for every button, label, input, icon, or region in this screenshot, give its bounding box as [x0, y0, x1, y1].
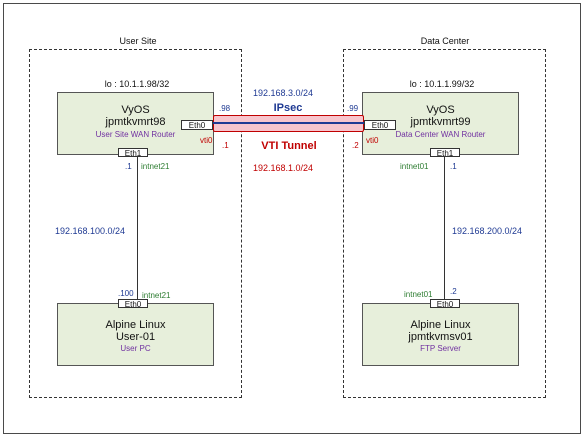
dc-router-eth1-net: intnet01 [400, 162, 429, 171]
user-pc-role: User PC [120, 344, 151, 353]
user-router-eth0-port: Eth0 [181, 120, 213, 130]
user-pc-eth0-port: Eth0 [118, 299, 148, 309]
dc-server-hostname: jpmtkvmsv01 [408, 331, 473, 343]
user-router-os: VyOS [121, 104, 150, 116]
user-lan-link [137, 157, 138, 299]
user-router-eth1-net: intnet21 [141, 162, 170, 171]
dc-router-eth1-port: Eth1 [430, 148, 460, 158]
user-pc-ip: .100 [118, 289, 134, 298]
dc-vti0-label: vti0 [366, 136, 379, 145]
dc-server-box: Alpine Linux jpmtkvmsv01 FTP Server [362, 303, 519, 366]
dc-lan-link [444, 157, 445, 299]
dc-router-hostname: jpmtkvmrt99 [410, 116, 471, 128]
ipsec-label: IPsec [273, 102, 303, 114]
dc-router-role: Data Center WAN Router [395, 130, 486, 139]
ipsec-link-line [213, 122, 364, 124]
user-router-role: User Site WAN Router [95, 130, 176, 139]
dc-server-os: Alpine Linux [410, 319, 471, 331]
user-router-eth1-ip: .1 [125, 162, 132, 171]
user-site-title: User Site [119, 36, 157, 46]
dc-server-ip: .2 [450, 287, 457, 296]
outer-frame [3, 3, 581, 434]
vti-network: 192.168.1.0/24 [253, 163, 314, 173]
user-vti0-label: vti0 [200, 136, 213, 145]
user-eth0-ip: .98 [219, 104, 231, 113]
user-pc-box: Alpine Linux User-01 User PC [57, 303, 214, 366]
data-center-title: Data Center [420, 36, 470, 46]
dc-server-net: intnet01 [404, 290, 433, 299]
vti-tunnel-label: VTI Tunnel [261, 140, 317, 152]
dc-router-loopback: lo : 10.1.1.99/32 [409, 79, 475, 89]
ipsec-network: 192.168.3.0/24 [253, 88, 314, 98]
dc-vti0-ip: .2 [352, 141, 359, 150]
dc-router-eth1-ip: .1 [450, 162, 457, 171]
user-pc-os: Alpine Linux [105, 319, 166, 331]
user-router-hostname: jpmtkvmrt98 [105, 116, 166, 128]
data-center-area [343, 49, 546, 398]
user-router-loopback: lo : 10.1.1.98/32 [104, 79, 170, 89]
user-vti0-ip: .1 [222, 141, 229, 150]
dc-lan-network: 192.168.200.0/24 [452, 226, 523, 236]
user-pc-hostname: User-01 [115, 331, 156, 343]
user-router-eth1-port: Eth1 [118, 148, 148, 158]
user-pc-net: intnet21 [142, 291, 171, 300]
dc-router-os: VyOS [426, 104, 455, 116]
dc-router-eth0-port: Eth0 [364, 120, 396, 130]
dc-server-role: FTP Server [420, 344, 461, 353]
user-lan-network: 192.168.100.0/24 [55, 226, 126, 236]
dc-server-eth0-port: Eth0 [430, 299, 460, 309]
user-site-area [29, 49, 242, 398]
dc-eth0-ip: .99 [347, 104, 359, 113]
